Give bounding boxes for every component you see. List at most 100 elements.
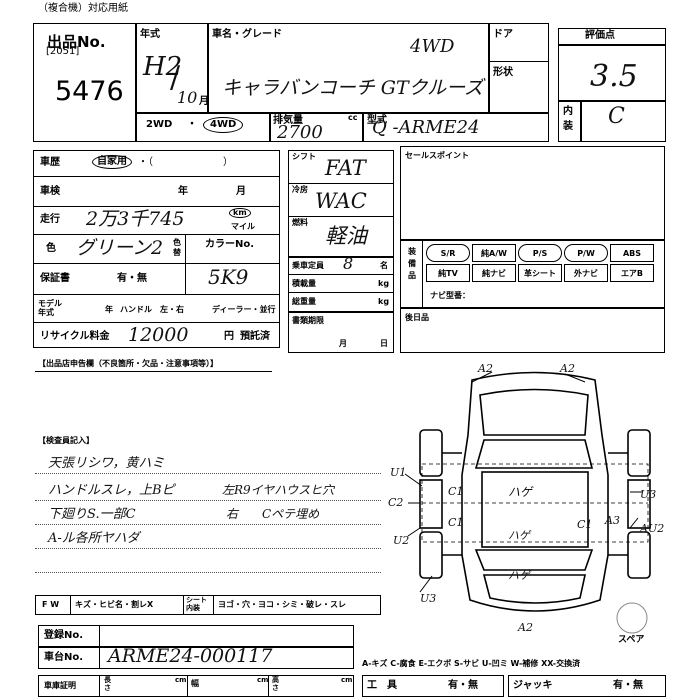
equipment-box (400, 240, 665, 308)
color-label: 色 (46, 243, 56, 254)
shift-label: シフト (292, 152, 316, 161)
equipment-item-s-r: S/R (426, 244, 470, 262)
spare-label: スペア (618, 635, 645, 645)
fuel-label: 燃料 (292, 218, 308, 227)
mark-u3-right: U3 (640, 488, 657, 501)
car-name: キャラバンコーチ GTクルーズ (222, 77, 484, 99)
mileage-value: 2万3千745 (86, 208, 185, 230)
footer-row (38, 675, 354, 697)
gross-unit: kg (378, 297, 390, 306)
lot-number: 5476 (55, 76, 124, 107)
fw-row (35, 595, 381, 615)
warranty-options: 有・無 (117, 273, 147, 284)
year-label: 年式 (140, 29, 160, 40)
mark-u2: U2 (393, 534, 410, 547)
tools-box (362, 675, 504, 697)
gross-label: 総重量 (292, 297, 316, 306)
color-change: 色替 (173, 238, 181, 257)
inspector-note-5: 左R9イヤハウスヒ穴 (222, 483, 335, 497)
drive-2wd: 2WD (146, 119, 173, 130)
jack-label: ジャッキ (513, 680, 553, 691)
registration-row (38, 625, 354, 647)
inspection-year: 年 (178, 186, 188, 197)
shape-label: 形状 (493, 67, 513, 78)
height-label: 高さ (272, 676, 279, 692)
navi-label: ナビ型番： (430, 291, 470, 300)
capacity-unit: 名 (380, 261, 388, 270)
year-slash: / (170, 60, 181, 95)
sales-label: セールスポイント (405, 151, 469, 160)
mark-c1-top: C1 (448, 485, 464, 498)
equipment-item-abs: ABS (610, 244, 654, 262)
jack-options: 有・無 (613, 680, 643, 691)
mark-a2-rear: A2 (518, 621, 533, 634)
model-value: Q -ARME24 (372, 117, 480, 138)
equipment-item--: 純ナビ (472, 264, 516, 282)
model-year-year: 年 (105, 305, 113, 314)
mileage-unit: km (229, 208, 251, 218)
mileage-unit-mile: マイル (231, 222, 255, 231)
capacity-label: 乗車定員 (292, 261, 324, 270)
docs-label: 書類期限 (292, 316, 324, 325)
length-unit: cm (175, 676, 187, 684)
details-left (33, 150, 280, 348)
recycle-value: 12000 (128, 324, 189, 346)
lot-label: 出品No. (47, 33, 106, 51)
year-era: H2 (143, 52, 183, 82)
mileage-label: 走行 (40, 214, 60, 225)
chassis-label: 車台No. (44, 652, 84, 663)
ac-value: WAC (315, 189, 367, 213)
handle-options: 左・右 (160, 305, 184, 314)
drive-note: 4WD (410, 36, 455, 57)
docs-day: 日 (380, 339, 388, 348)
door-label: ドア (493, 29, 513, 40)
page-title: （複合機）対応用紙 (38, 3, 128, 14)
length-label: 長さ (104, 676, 111, 692)
fuel-value: 軽油 (325, 224, 367, 248)
jack-box (508, 675, 666, 697)
car-damage-diagram (404, 371, 651, 634)
year-month-unit: 月 (199, 96, 209, 107)
inspection-month: 月 (236, 186, 246, 197)
height-unit: cm (341, 676, 353, 684)
seat-text: ヨゴ・穴・ヨコ・シミ・破レ・スレ (218, 600, 346, 609)
load-unit: kg (378, 279, 390, 288)
history-label: 車歴 (40, 157, 60, 168)
interior-grade: C (608, 104, 625, 129)
grade-score: 3.5 (590, 59, 638, 94)
seat-label: シート内装 (186, 596, 207, 612)
equipment-item--: 革シート (518, 264, 562, 282)
equipment-item--b: エアB (610, 264, 654, 282)
lot-code: [2051] (46, 46, 80, 57)
aftermarket-label: 後日品 (405, 313, 429, 322)
equipment-label: 装備品 (408, 247, 416, 280)
drive-sep: ・ (187, 119, 197, 130)
load-label: 積載量 (292, 279, 316, 288)
equipment-item--a-w: 純A/W (472, 244, 516, 262)
mark-c1-right: C1 (577, 518, 593, 531)
history-rest: ・（ ） (138, 157, 233, 168)
inspector-note-2: ハンドルスレ，上Bピ (48, 483, 175, 498)
tools-label: 工 具 (367, 680, 397, 691)
details-center (288, 150, 394, 353)
inspector-note-3: 下廻りS.一部C (48, 507, 136, 522)
top-section (33, 23, 549, 142)
car-name-label: 車名・グレード (212, 29, 282, 40)
aftermarket-box (400, 308, 665, 353)
capacity-value: 8 (343, 254, 354, 273)
chassis-row (38, 647, 354, 669)
declaration-label: 【出品店申告欄（不良箇所・欠品・注意事項等）】 (38, 359, 218, 368)
width-unit: cm (257, 676, 269, 684)
warranty-label: 保証書 (40, 273, 70, 284)
color-value: グリーン2 (76, 237, 164, 259)
mark-hage-rear: ハゲ (508, 529, 530, 542)
ac-label: 冷房 (292, 185, 308, 194)
displacement-unit: cc (348, 113, 358, 122)
displacement-value: 2700 (277, 122, 323, 143)
inspector-note-6: 右 Cペテ埋め (226, 507, 320, 521)
recycle-deposit: 預託済 (240, 331, 270, 342)
displacement-label: 排気量 (273, 115, 303, 126)
width-label: 幅 (191, 679, 199, 688)
year-month: 10 (177, 88, 198, 107)
mark-a2-front-left: A2 (478, 362, 493, 375)
